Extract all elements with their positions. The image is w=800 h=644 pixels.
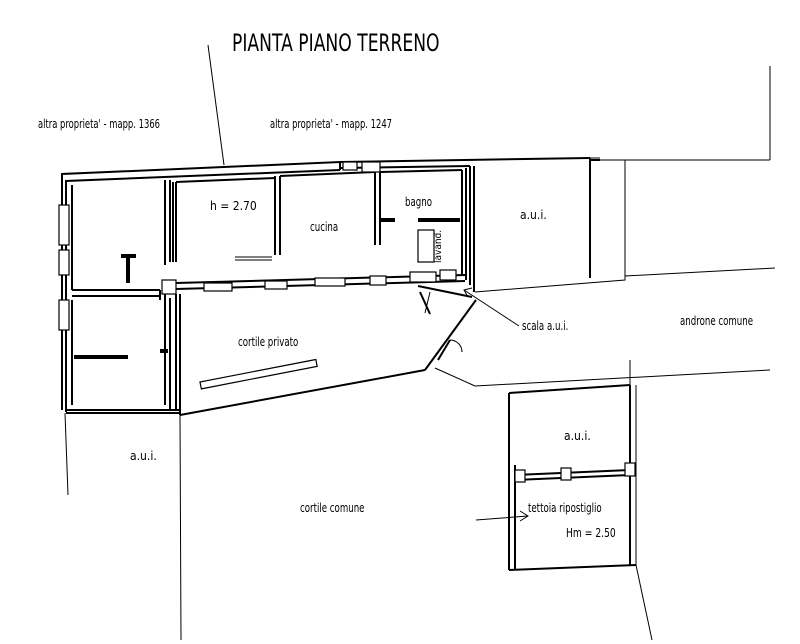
- plan-title: PIANTA PIANO TERRENO: [232, 29, 440, 57]
- common-courtyard-label: cortile comune: [300, 501, 364, 515]
- oui-shed-label: a.u.i.: [564, 429, 591, 443]
- oui-bottom-left-label: a.u.i.: [130, 449, 157, 463]
- neighbor-left-label: altra proprieta' - mapp. 1366: [38, 117, 160, 131]
- kitchen-label: cucina: [310, 220, 338, 234]
- shed-label: tettoia ripostiglio: [528, 501, 602, 515]
- stair-label: scala a.u.i.: [522, 319, 568, 333]
- neighbor-right-label: altra proprieta' - mapp. 1247: [270, 117, 392, 131]
- private-courtyard-label: cortile privato: [238, 335, 298, 349]
- building-walls: [58, 157, 600, 416]
- room-height-label: h = 2.70: [210, 199, 257, 213]
- sink-label: lavand.: [433, 230, 444, 263]
- shed-height-label: Hm = 2.50: [566, 526, 616, 540]
- title-leader-line: [207, 44, 225, 166]
- bathroom-label: bagno: [405, 195, 432, 209]
- oui-top-right-label: a.u.i.: [520, 208, 547, 222]
- common-area-lines: [64, 66, 776, 641]
- common-hall-label: androne comune: [680, 314, 753, 328]
